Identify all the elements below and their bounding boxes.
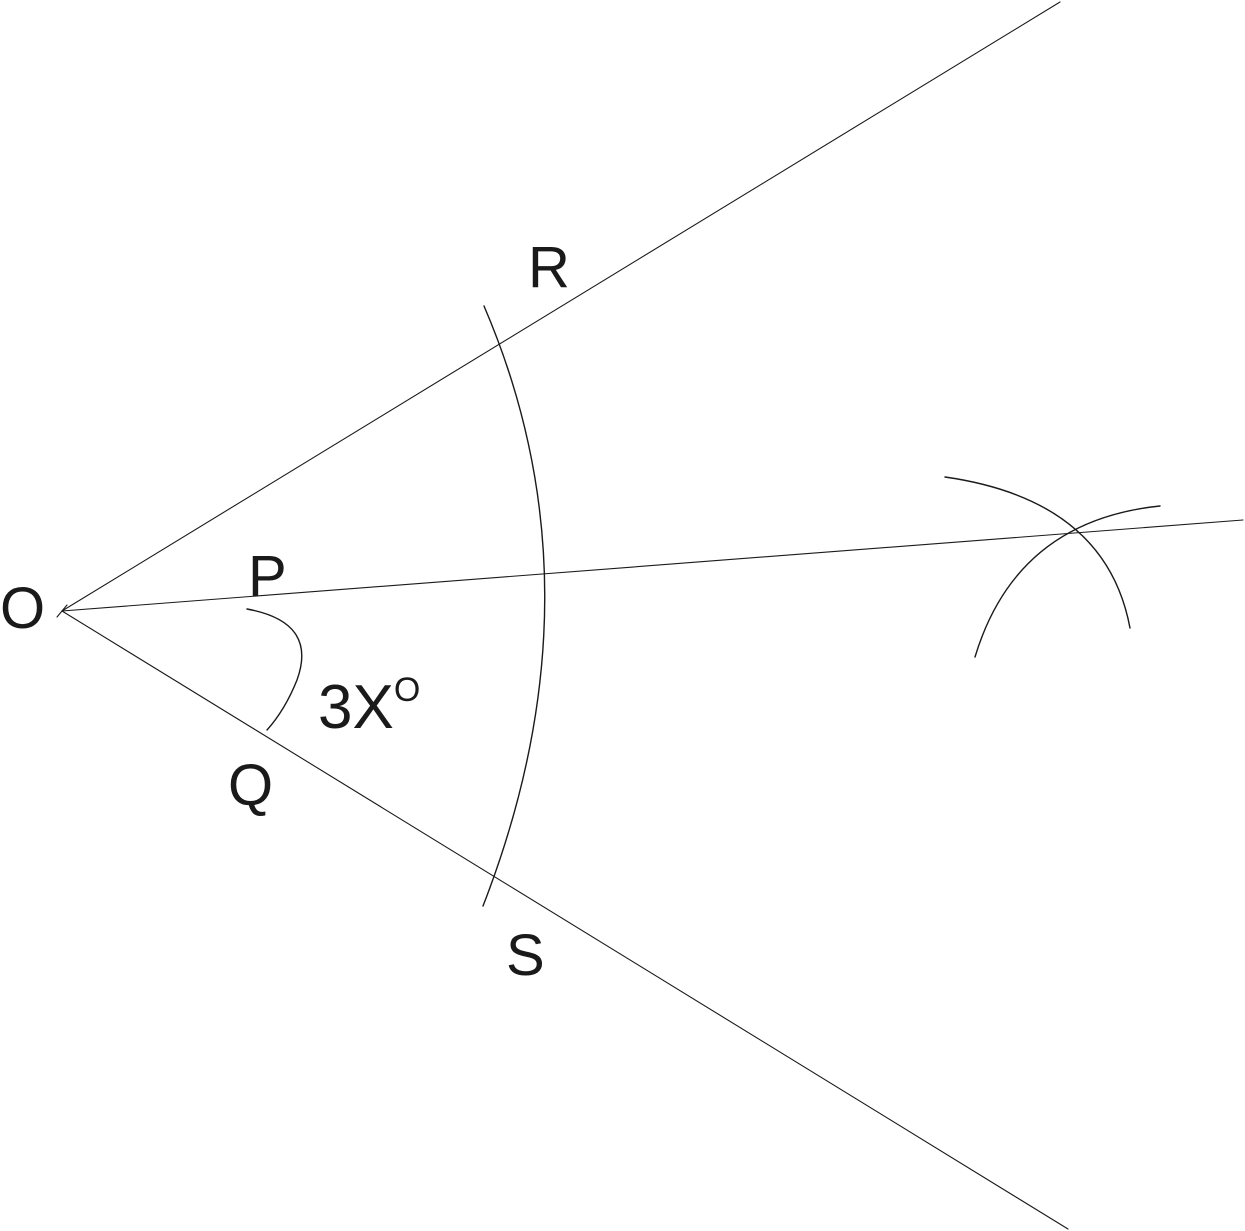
small-angle-arc bbox=[246, 608, 303, 731]
label-p: P bbox=[248, 544, 287, 609]
construction-arc-upper bbox=[944, 476, 1131, 629]
degree-mark: O bbox=[394, 671, 420, 709]
label-s: S bbox=[506, 923, 545, 988]
bisector-ray bbox=[61, 519, 1244, 612]
large-arc-rs bbox=[482, 305, 546, 907]
construction-arc-lower bbox=[974, 505, 1161, 658]
label-o: O bbox=[0, 576, 45, 641]
label-q: Q bbox=[228, 753, 273, 818]
lower-ray bbox=[61, 610, 1069, 1230]
label-r: R bbox=[528, 235, 570, 300]
upper-ray bbox=[61, 1, 1061, 612]
vertex-tick bbox=[56, 604, 68, 618]
angle-measure-label: 3XO bbox=[318, 671, 420, 742]
angle-value: 3X bbox=[318, 673, 394, 742]
